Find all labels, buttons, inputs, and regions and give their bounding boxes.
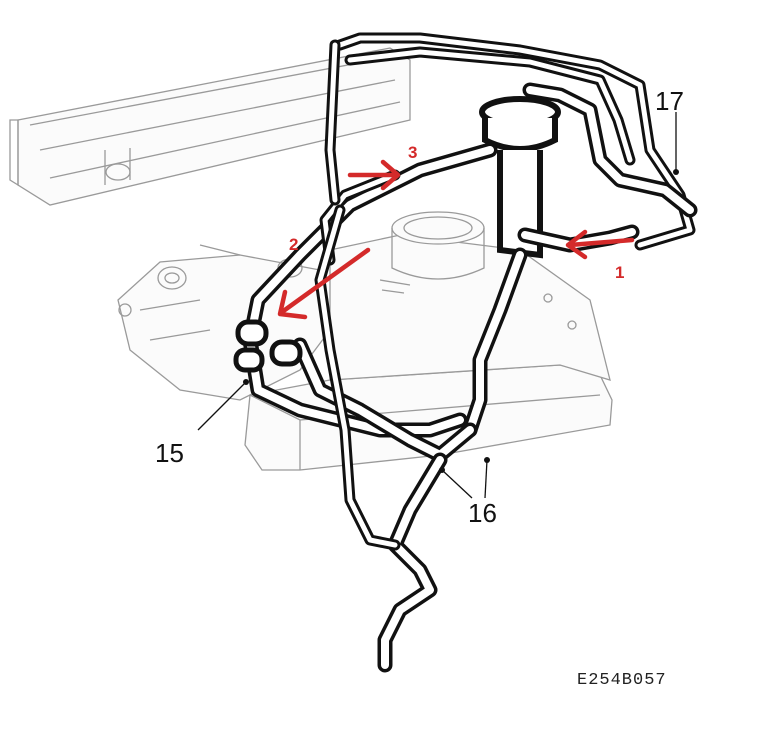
figure-code: E254B057 (577, 671, 667, 690)
arrow-3-label: 3 (408, 143, 417, 162)
arrow-2-label: 2 (289, 235, 298, 254)
callout-16-leader (439, 457, 490, 499)
arrow-2 (277, 247, 371, 320)
arrow-3 (347, 159, 401, 191)
coolant-hoses (233, 32, 698, 673)
arrow-1-label: 1 (615, 263, 624, 282)
callout-15-leader (197, 379, 249, 431)
callout-16: 16 (468, 498, 497, 528)
thermostat-housing (117, 244, 331, 401)
callout-17: 17 (655, 86, 684, 116)
callout-17-leader (673, 112, 679, 175)
cylinder-head-cover (9, 47, 411, 206)
callout-15: 15 (155, 438, 184, 468)
expansion-tank (244, 211, 613, 471)
arrow-1 (565, 229, 635, 260)
